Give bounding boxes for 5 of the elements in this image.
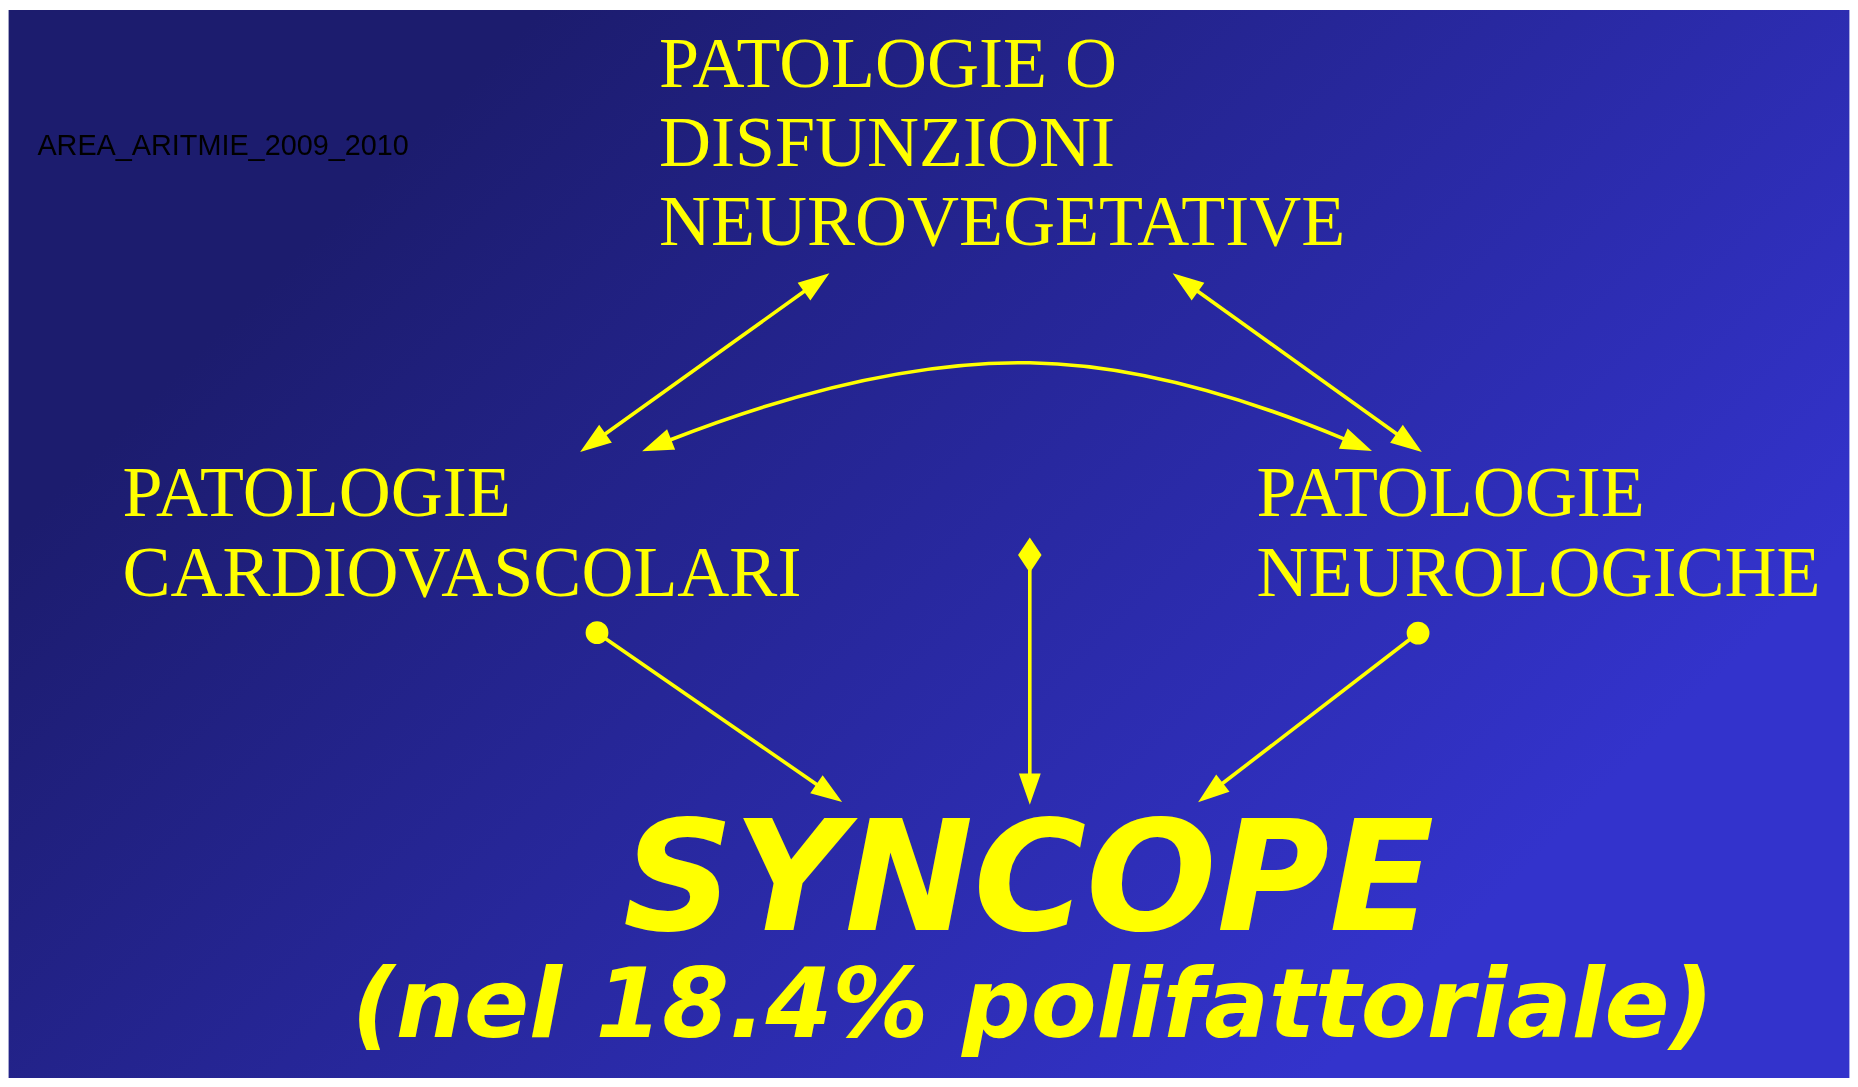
label: AREA_ARITMIE_2009_2010 [37,128,409,161]
node-text: PATOLOGIE O DISFUNZIONI NEUROVEGETATIVE [659,22,1346,261]
node-text: PATOLOGIE NEUROLOGICHE [1256,451,1821,612]
node-text: SYNCOPE (nel 18.4% polifattoriale) [351,786,1714,1060]
node-text: PATOLOGIE CARDIOVASCOLARI [122,451,802,612]
